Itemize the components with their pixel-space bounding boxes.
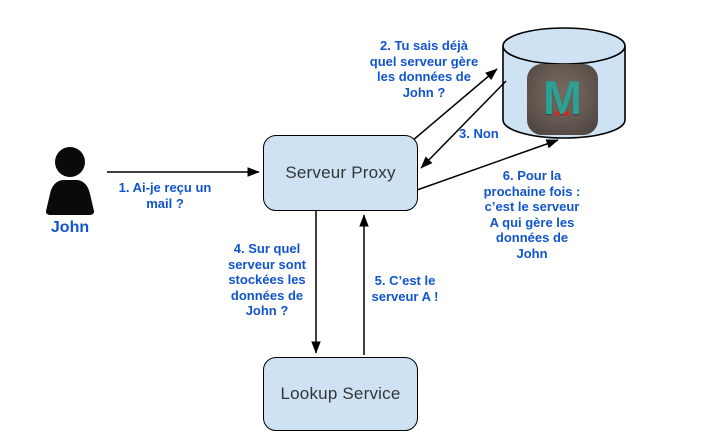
message-6-label: 6. Pour la prochaine fois : c’est le ser… xyxy=(483,168,581,261)
message-2-label: 2. Tu sais déjà quel serveur gère les do… xyxy=(369,38,479,100)
memcached-logo-icon: M xyxy=(527,64,598,135)
proxy-server-label: Serveur Proxy xyxy=(285,163,396,182)
message-4-label: 4. Sur quel serveur sont stockées les do… xyxy=(227,241,307,318)
arrow-3-cache-to-proxy xyxy=(420,80,507,169)
message-3-label: 3. Non xyxy=(459,126,499,141)
proxy-server-node: Serveur Proxy xyxy=(263,135,418,211)
message-1-label: 1. Ai-je reçu un mail ? xyxy=(118,180,212,211)
memcached-logo-letter: M xyxy=(542,71,583,124)
logo-dot-left xyxy=(555,111,560,116)
actor-name-label: John xyxy=(50,219,90,236)
arrow-2-proxy-to-cache xyxy=(411,68,498,142)
lookup-service-label: Lookup Service xyxy=(280,384,401,403)
lookup-service-node: Lookup Service xyxy=(263,357,418,431)
logo-dot-right xyxy=(564,111,569,116)
message-5-label: 5. C’est le serveur A ! xyxy=(371,273,439,304)
arrow-6-proxy-to-cache xyxy=(416,139,559,191)
person-icon xyxy=(45,147,95,215)
